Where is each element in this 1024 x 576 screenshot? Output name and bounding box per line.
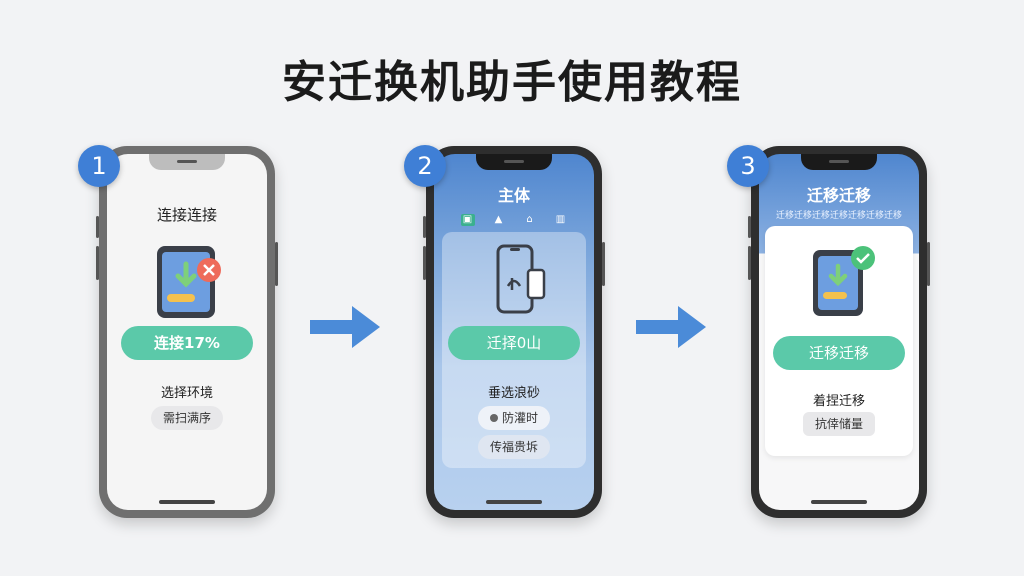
tablet-download-icon — [157, 246, 221, 318]
migrate-button[interactable]: 迁移迁移 — [773, 336, 905, 370]
home-indicator — [159, 500, 215, 504]
tab-home-icon[interactable]: ▲ — [494, 214, 503, 225]
option-label: 着捏迁移 — [812, 394, 865, 409]
screen-title: 连接连接 — [156, 206, 217, 224]
step-badge-3: 3 — [727, 145, 769, 187]
progress-button[interactable]: 连接17% — [121, 326, 253, 360]
phone-screen: 主体 ▣ ▲ ⌂ ▥ 迁择0山 垂选浪砂 防灌时 传福贵坼 — [434, 154, 594, 510]
volume-button — [423, 216, 426, 238]
option-label: 垂选浪砂 — [487, 386, 540, 401]
notch — [801, 154, 877, 170]
phone-step-1: 连接连接 连接17% 选择环境 需扫满序 — [96, 146, 278, 518]
tab-house-icon[interactable]: ⌂ — [526, 214, 533, 225]
notch — [476, 154, 552, 170]
arrow-right-icon — [310, 306, 380, 348]
phone-screen: 迁移迁移 迁移迁移迁移迁移迁移迁移迁移 迁移迁移 着捏迁移 抗倖储量 — [759, 154, 919, 510]
chip-label: 防灌时 — [501, 411, 539, 425]
notch — [149, 154, 225, 170]
power-button — [602, 242, 605, 286]
volume-button — [96, 246, 99, 280]
screen-title: 主体 — [497, 186, 530, 205]
arrow-right-icon — [636, 306, 706, 348]
screen-subtitle: 迁移迁移迁移迁移迁移迁移迁移 — [775, 211, 902, 221]
option-chip-2[interactable]: 传福贵坼 — [477, 435, 551, 459]
phone-transfer-icon — [496, 244, 546, 314]
tab-image-icon[interactable]: ▣ — [460, 214, 475, 226]
home-indicator — [486, 500, 542, 504]
screen-title: 迁移迁移 — [806, 186, 871, 205]
circle-icon — [489, 414, 498, 422]
option-chip[interactable]: 抗倖储量 — [802, 412, 876, 436]
select-button[interactable]: 迁择0山 — [448, 326, 580, 360]
home-indicator — [811, 500, 867, 504]
phone-screen: 连接连接 连接17% 选择环境 需扫满序 — [107, 154, 267, 510]
tab-bar: ▣ ▲ ⌂ ▥ — [452, 214, 576, 230]
power-button — [275, 242, 278, 286]
volume-button — [748, 246, 751, 280]
volume-button — [423, 246, 426, 280]
phone-step-3: 迁移迁移 迁移迁移迁移迁移迁移迁移迁移 迁移迁移 着捏迁移 抗倖储量 — [748, 146, 930, 518]
page-title: 安迁换机助手使用教程 — [282, 57, 742, 108]
tablet-download-check-icon — [813, 246, 875, 316]
phone-step-2: 主体 ▣ ▲ ⌂ ▥ 迁择0山 垂选浪砂 防灌时 传福贵坼 — [423, 146, 605, 518]
option-label: 选择环境 — [160, 386, 213, 401]
option-chip[interactable]: 需扫满序 — [150, 406, 224, 430]
option-chip[interactable]: 防灌时 — [477, 406, 551, 430]
power-button — [927, 242, 930, 286]
step-badge-2: 2 — [404, 145, 446, 187]
volume-button — [748, 216, 751, 238]
step-badge-1: 1 — [78, 145, 120, 187]
volume-button — [96, 216, 99, 238]
tab-bars-icon[interactable]: ▥ — [555, 214, 566, 225]
